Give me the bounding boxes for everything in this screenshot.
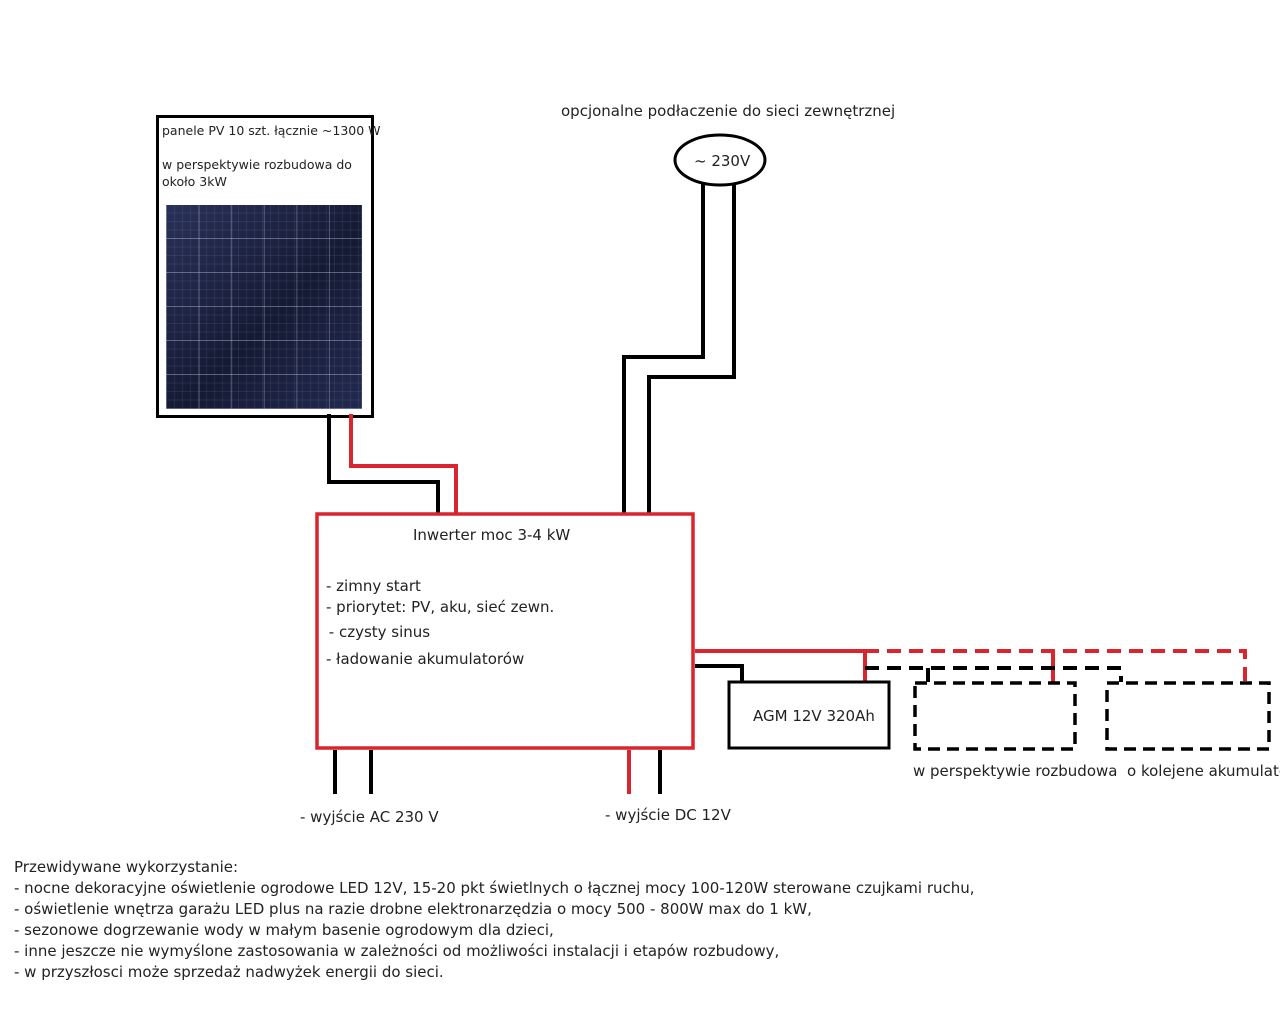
inverter-feature: - priorytet: PV, aku, sieć zewn. <box>326 598 555 616</box>
battery-box <box>727 680 891 750</box>
expansion-battery-box-2 <box>1105 681 1271 751</box>
grid-connection-circle <box>673 133 767 187</box>
usage-item: - sezonowe dogrzewanie wody w małym base… <box>14 921 554 939</box>
usage-item: - oświetlenie wnętrza garażu LED plus na… <box>14 900 812 918</box>
ac-output-label: - wyjście AC 230 V <box>300 808 439 826</box>
inverter-title: Inwerter moc 3-4 kW <box>413 526 571 544</box>
usage-heading: Przewidywane wykorzystanie: <box>14 858 239 876</box>
pv-panel-label-3: około 3kW <box>162 174 227 189</box>
expansion-battery-box-1 <box>913 681 1077 751</box>
expansion-label: w perspektywie rozbudowa o kolejene akum… <box>913 762 1280 780</box>
dc-output-label: - wyjście DC 12V <box>605 806 731 824</box>
inverter-feature: - ładowanie akumulatorów <box>326 650 525 668</box>
grid-voltage-label: ~ 230V <box>694 152 751 170</box>
battery-negative-wire <box>695 664 744 682</box>
inverter-box <box>315 512 695 750</box>
pv-positive-wire <box>349 414 458 514</box>
expansion-negative-wire <box>865 666 1123 682</box>
inverter-feature: - czysty sinus <box>324 623 431 641</box>
pv-negative-wire <box>327 414 440 514</box>
usage-notes: Przewidywane wykorzystanie: - nocne deko… <box>14 857 975 983</box>
grid-wire-a <box>622 183 705 514</box>
usage-item: - nocne dekoracyjne oświetlenie ogrodowe… <box>14 879 975 897</box>
grid-wire-b <box>647 183 736 514</box>
pv-panel-label-1: panele PV 10 szt. łącznie ~1300 W <box>162 123 381 138</box>
inverter-feature: - zimny start <box>326 577 421 595</box>
expansion-positive-wire <box>865 649 1247 682</box>
usage-item: - inne jeszcze nie wymyślone zastosowani… <box>14 942 780 960</box>
pv-panel-label-2: w perspektywie rozbudowa do <box>162 157 352 172</box>
usage-item: - w przyszłosci może sprzedaż nadwyżek e… <box>14 963 444 981</box>
solar-panel-image <box>166 205 362 409</box>
battery-label: AGM 12V 320Ah <box>753 707 875 725</box>
grid-connection-label: opcjonalne podłaczenie do sieci zewnętrz… <box>561 102 896 120</box>
